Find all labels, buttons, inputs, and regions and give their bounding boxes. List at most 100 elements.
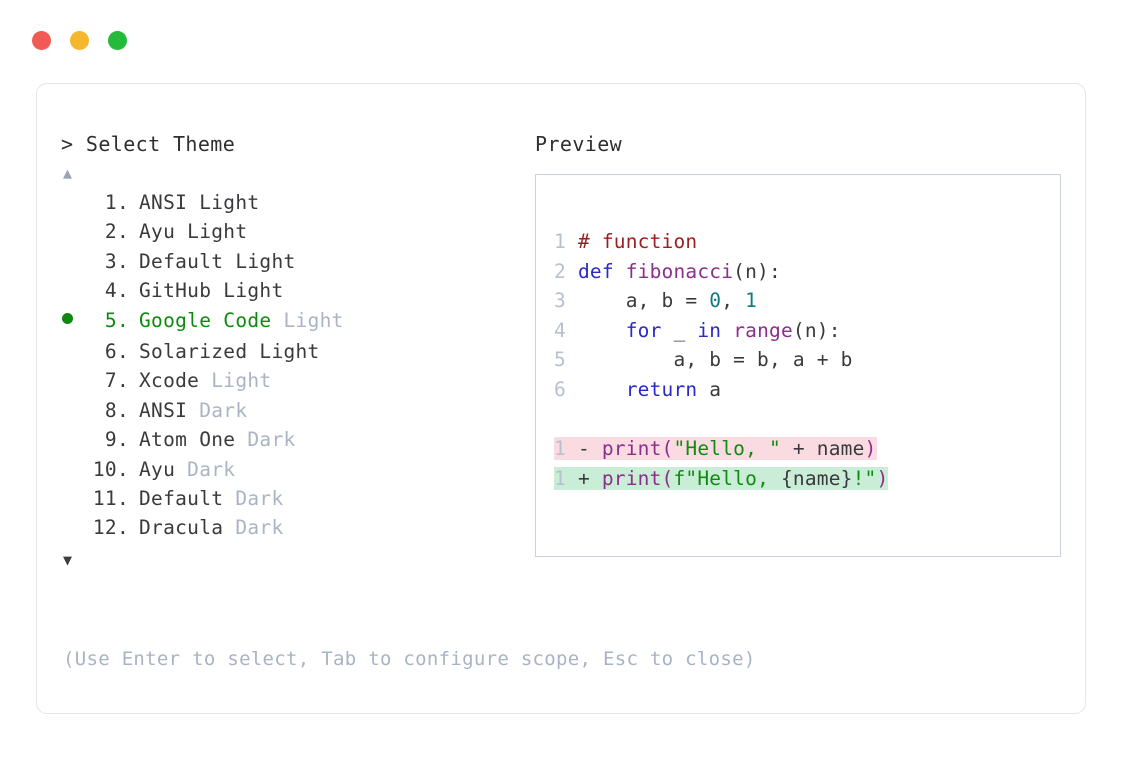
line-number: 1 [554,230,566,253]
theme-item-name: GitHub Light [139,279,284,303]
code-token: , [721,289,746,313]
code-token: fibonacci [625,259,734,283]
minimize-button[interactable] [70,31,89,50]
theme-item-index: 3. [92,249,129,273]
line-number: 6 [554,377,566,401]
code-line: 2 def fibonacci(n): [536,257,1060,287]
code-token: a [697,377,722,401]
theme-list-item[interactable]: 7. Xcode Light [61,366,521,395]
code-token: def [566,259,626,283]
code-token: + name [780,437,865,461]
theme-list: 1. ANSI Light 2. Ayu Light 3. Default Light… [61,188,521,543]
code-line: 6 return a [536,375,1060,405]
theme-item-name: Dracula [139,516,224,540]
selected-dot [62,312,73,324]
code-token: in [697,318,722,342]
code-token: ( [661,437,674,461]
theme-list-item[interactable]: 9. Atom One Dark [61,425,521,454]
code-token: a, b = [566,289,710,313]
code-line: 4 for _ in range(n): [536,316,1060,346]
code-token [566,378,626,401]
theme-list-item[interactable]: 5.Google Code Light [61,306,521,337]
theme-picker-card: > Select Theme ▲ 1. ANSI Light 2. Ayu Ligh… [36,83,1086,714]
theme-item-variant: Light [199,369,272,393]
theme-item-name: ANSI [139,398,188,422]
theme-item-variant: Dark [235,428,296,452]
code-token: {name} [780,466,853,490]
line-number: 2 [554,259,566,283]
code-token: 1 [745,289,758,313]
maximize-button[interactable] [108,31,127,50]
theme-item-variant: Light [271,308,344,332]
code-token: range [733,318,793,342]
theme-item-index: 7. [92,369,129,393]
code-token: return [625,377,698,401]
keyboard-hint: (Use Enter to select, Tab to configure s… [63,648,756,670]
code-token: !" [852,466,877,490]
theme-list-item[interactable]: 2. Ayu Light [61,217,521,246]
theme-list-item[interactable]: 4. GitHub Light [61,276,521,305]
line-number: 1 [554,466,566,490]
theme-item-variant: Dark [223,487,284,511]
theme-item-name: Default Light [139,249,296,273]
theme-item-name: Solarized Light [139,340,320,364]
page-title: > Select Theme [61,132,236,156]
theme-item-name: Ayu [139,457,176,481]
code-token: a, b = b, a + b [566,348,853,372]
theme-item-variant: Dark [175,457,236,481]
code-line: 3 a, b = 0, 1 [536,286,1060,316]
code-token: (n): [792,318,841,342]
theme-list-item[interactable]: 10.Ayu Dark [61,455,521,484]
selected-bullet-icon [61,308,87,337]
theme-item-name: Xcode [139,369,200,393]
window-traffic-lights [32,31,127,50]
code-token: 0 [709,289,722,313]
theme-list-item[interactable]: 1. ANSI Light [61,188,521,217]
code-token: print [601,437,662,461]
code-token: # function [566,230,698,253]
theme-item-index: 4. [92,279,129,303]
code-token: ) [864,437,877,461]
code-line: 1 # function [536,227,1060,257]
theme-item-index: 9. [92,428,129,452]
code-token: ( [661,466,674,490]
scroll-down-icon[interactable]: ▼ [63,550,73,569]
line-number: 3 [554,289,566,313]
theme-item-index: 2. [92,220,129,244]
theme-item-index: 8. [92,398,129,422]
theme-item-name: Google Code [139,308,272,332]
code-token [566,319,626,342]
close-button[interactable] [32,31,51,50]
theme-item-index: 11. [92,487,129,511]
code-token: - [566,437,602,461]
code-token: ) [876,466,889,490]
preview-label: Preview [535,132,623,156]
theme-item-name: Ayu Light [139,220,248,244]
theme-item-name: Atom One [139,428,236,452]
theme-list-item[interactable]: 3. Default Light [61,247,521,276]
line-number: 1 [554,437,566,461]
theme-item-index: 1. [92,191,129,214]
theme-list-item[interactable]: 6. Solarized Light [61,337,521,366]
theme-item-variant: Dark [187,398,248,422]
scroll-up-icon[interactable]: ▲ [63,164,73,182]
code-token: + [566,466,602,490]
code-token: _ [661,318,698,342]
theme-list-pane: > Select Theme ▲ 1. ANSI Light 2. Ayu Ligh… [61,132,521,569]
theme-list-item[interactable]: 8. ANSI Dark [61,396,521,425]
line-number: 4 [554,318,566,342]
theme-item-index: 6. [92,340,129,364]
theme-item-name: ANSI Light [139,191,260,214]
code-line: 5 a, b = b, a + b [536,345,1060,375]
code-diff-line: 1 + print(f"Hello, {name}!") [536,464,1060,494]
theme-item-name: Default [139,487,224,511]
line-number: 5 [554,348,566,372]
theme-list-item[interactable]: 11. Default Dark [61,484,521,513]
code-token: "Hello, " [673,437,781,461]
theme-list-item[interactable]: 12.Dracula Dark [61,513,521,542]
theme-item-variant: Dark [223,516,284,540]
